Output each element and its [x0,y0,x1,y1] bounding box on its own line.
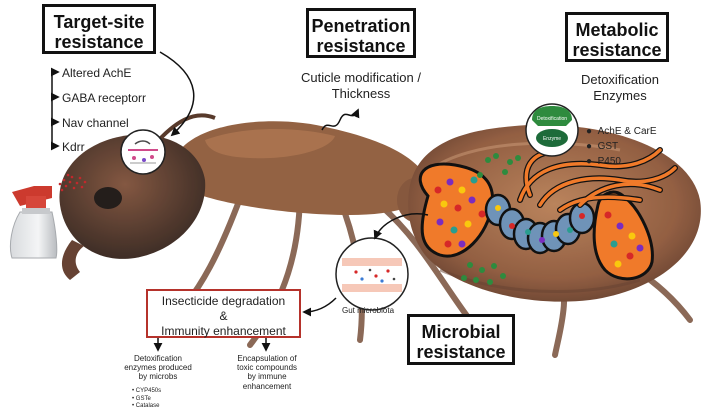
target-site-item-3: Nav channel [62,116,129,130]
encapsulation-line1: Encapsulation of [237,354,297,363]
enzyme-inset-icon: Detoxification Enzyme [525,103,579,157]
enzyme-list-item: ● P450 [586,156,621,167]
microbe-note-line3: by microbs [138,372,178,382]
microbe-enzyme-label: GSTe [135,395,151,402]
target-site-arrow [159,51,195,137]
microbe-note-line1: Detoxification [133,354,183,363]
microbial-title-box: Microbial resistance [407,314,515,365]
enzyme-particles [461,153,521,285]
target-site-bracket [50,67,60,151]
metabolic-description: Detoxification Enzymes [560,72,680,105]
gut-microbiota-inset-icon [335,237,409,311]
encapsulation-line2: toxic compounds [236,363,298,373]
microbe-enzyme-label: Catalase [135,403,160,409]
microbiota-arrow [373,213,429,240]
penetration-title-line2: resistance [316,36,406,57]
spray-bottle-icon [9,173,87,259]
microbe-enzyme-item: • GSTe [132,395,151,402]
microbe-enzyme-item: • CYP450s [132,388,162,394]
enzyme-list-label: GST [597,141,619,152]
penetration-description: Cuticle modification / Thickness [286,70,436,103]
microbial-title-line1: Microbial [421,322,501,342]
penetration-title-box: Penetration resistance [306,8,416,58]
microbe-enzyme-list: • CYP450s • GSTe • Catalase [132,388,161,411]
nerve-inset-icon [120,129,166,175]
penetration-arrow [321,108,360,131]
microbial-title-line2: resistance [416,342,506,363]
gut-diagram [418,147,678,281]
microbiota-to-box-arrow [302,297,337,317]
target-site-title-line1: Target-site [53,12,145,32]
enzyme-icon-label-top: Detoxification [537,116,567,122]
penetration-title-line1: Penetration [311,16,411,36]
target-site-item-2: GABA receptorr [62,91,147,105]
metabolic-title-line2: resistance [572,40,662,61]
microbe-note-line2: enzymes produced [124,363,192,373]
enzyme-list-item: ● AchE & CarE [586,126,657,137]
degradation-line3: Immunity enhancement [161,324,286,338]
target-site-item-4: Kdrr [62,140,85,154]
microbe-enzyme-item: • Catalase [132,403,160,409]
gut-microbiota-label: Gut microbiota [342,306,395,315]
microbe-enzyme-label: CYP450s [135,388,162,394]
enzyme-list-label: P450 [597,156,621,167]
penetration-desc-line1: Cuticle modification / [301,70,421,85]
target-site-title-line2: resistance [54,32,144,53]
degradation-line2: & [219,309,228,323]
enzyme-icon-label-bottom: Enzyme [543,136,561,142]
penetration-desc-line2: Thickness [331,86,391,102]
enzyme-list-item: ● GST [586,141,619,152]
metabolic-title-box: Metabolic resistance [565,12,669,62]
metabolic-desc-line1: Detoxification [580,72,660,87]
encapsulation-note: Encapsulation of toxic compounds by immu… [222,354,312,391]
metabolic-title-line1: Metabolic [575,20,659,40]
enzyme-list-label: AchE & CarE [597,126,657,137]
target-site-title-box: Target-site resistance [42,4,156,54]
insecticide-degradation-box: Insecticide degradation & Immunity enhan… [146,289,301,338]
microbe-enzymes-note: Detoxification enzymes produced by micro… [108,354,208,382]
gut-particles [434,176,644,268]
target-site-item-1: Altered AchE [62,66,132,80]
metabolic-desc-line2: Enzymes [593,88,647,104]
encapsulation-line3: by immune [247,372,287,382]
enzyme-list: ● AchE & CarE ● GST ● P450 [586,124,657,169]
encapsulation-line4: enhancement [242,381,292,391]
degradation-line1: Insecticide degradation [161,294,286,308]
